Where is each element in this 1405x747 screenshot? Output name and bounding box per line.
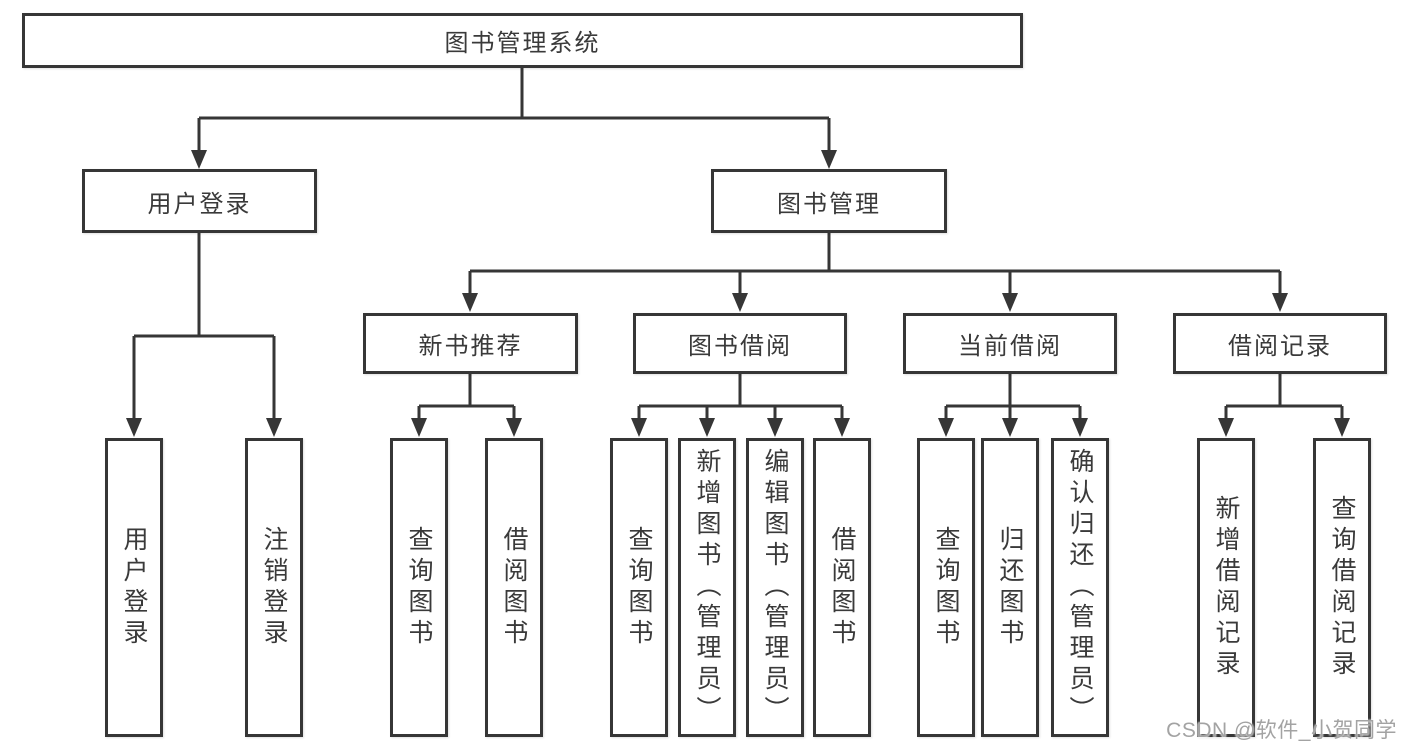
leaf-edit-book-admin: 编辑图书（管理员） <box>746 438 804 737</box>
leaf-query-book-borrow: 查询图书 <box>610 438 668 737</box>
leaf-add-borrow-record: 新增借阅记录 <box>1197 438 1255 737</box>
node-label: 借阅记录 <box>1228 333 1332 360</box>
node-label: 归还图书 <box>996 525 1024 650</box>
node-label: 图书管理 <box>777 190 881 218</box>
node-book-borrow: 图书借阅 <box>633 313 847 374</box>
node-label: 借阅图书 <box>500 525 528 650</box>
node-label: 借阅图书 <box>828 525 856 650</box>
node-label: 新增借阅记录 <box>1212 494 1240 681</box>
node-label: 新增图书（管理员） <box>693 448 721 727</box>
leaf-query-book-recommend: 查询图书 <box>390 438 448 737</box>
node-book-management: 图书管理 <box>711 169 947 233</box>
node-current-borrow: 当前借阅 <box>903 313 1117 374</box>
leaf-confirm-return-admin: 确认归还（管理员） <box>1051 438 1109 737</box>
node-label: 确认归还（管理员） <box>1066 448 1094 727</box>
node-label: 图书管理系统 <box>444 30 601 57</box>
node-label: 查询图书 <box>625 525 653 650</box>
leaf-return-book: 归还图书 <box>981 438 1039 737</box>
leaf-query-book-current: 查询图书 <box>917 438 975 737</box>
node-library-system: 图书管理系统 <box>22 13 1023 68</box>
node-user-login: 用户登录 <box>82 169 317 233</box>
node-new-book-recommend: 新书推荐 <box>363 313 578 374</box>
leaf-borrow-book: 借阅图书 <box>813 438 871 737</box>
leaf-logout-login: 注销登录 <box>245 438 303 737</box>
node-label: 用户登录 <box>147 190 252 218</box>
connector-line-path <box>132 68 1344 421</box>
arrowhead-icon <box>126 150 1350 437</box>
node-label: 编辑图书（管理员） <box>761 448 789 727</box>
node-label: 当前借阅 <box>958 333 1062 360</box>
node-label: 新书推荐 <box>418 333 523 360</box>
node-label: 查询图书 <box>932 525 960 650</box>
leaf-add-book-admin: 新增图书（管理员） <box>678 438 736 737</box>
node-label: 图书借阅 <box>688 333 792 360</box>
leaf-borrow-book-recommend: 借阅图书 <box>485 438 543 737</box>
node-borrow-record: 借阅记录 <box>1173 313 1387 374</box>
watermark: CSDN @软件_小贺同学 <box>1166 719 1397 742</box>
node-label: 用户登录 <box>120 525 148 650</box>
leaf-user-login: 用户登录 <box>105 438 163 737</box>
node-label: 查询图书 <box>405 525 433 650</box>
leaf-query-borrow-record: 查询借阅记录 <box>1313 438 1371 737</box>
node-label: 查询借阅记录 <box>1328 494 1356 681</box>
node-label: 注销登录 <box>260 525 288 650</box>
